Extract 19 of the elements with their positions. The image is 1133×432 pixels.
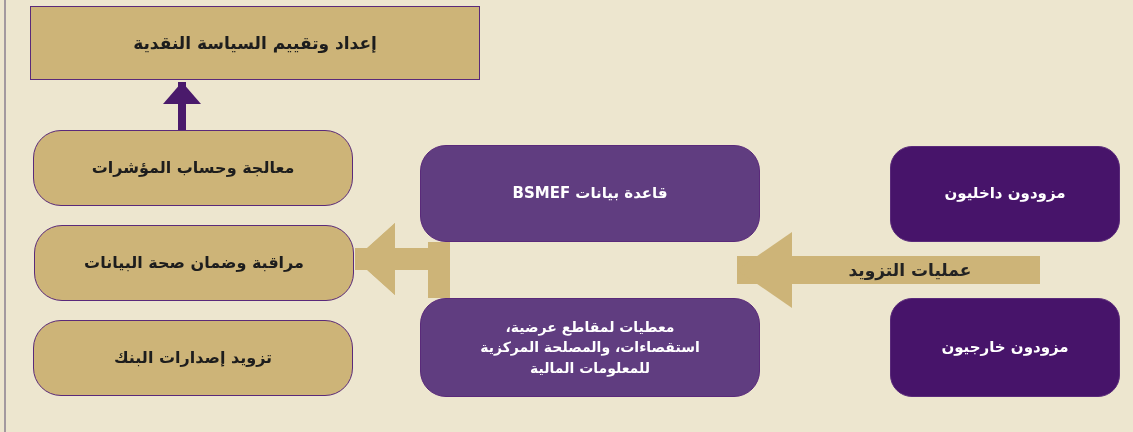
provider-box [890, 146, 1120, 242]
provider-box [890, 298, 1120, 397]
data-source-box [420, 145, 760, 242]
node-text: تزويد إصدارات البنك [113, 347, 273, 370]
block-arrow [737, 232, 1040, 308]
node-text: معطيات لمقاطع عرضية، استقصاءات، والمصلحة المركزية للمعلومات المالية [479, 318, 701, 378]
node-text: مزودون خارجيون [941, 336, 1069, 358]
node-text: مزودون داخليون [944, 183, 1066, 205]
node-text: قاعدة بيانات BSMEF [512, 182, 668, 204]
block-arrow [163, 82, 201, 130]
title-box [30, 6, 480, 80]
process-box [33, 320, 353, 396]
node-text: معالجة وحساب المؤشرات [91, 157, 295, 180]
process-box [34, 225, 354, 301]
edge-label: عمليات التزويد [848, 260, 972, 280]
process-box [33, 130, 353, 206]
data-source-box [420, 298, 760, 397]
node-text: مراقبة وضمان صحة البيانات [84, 252, 304, 275]
node-text: إعداد وتقييم السياسة النقدية [133, 31, 377, 55]
